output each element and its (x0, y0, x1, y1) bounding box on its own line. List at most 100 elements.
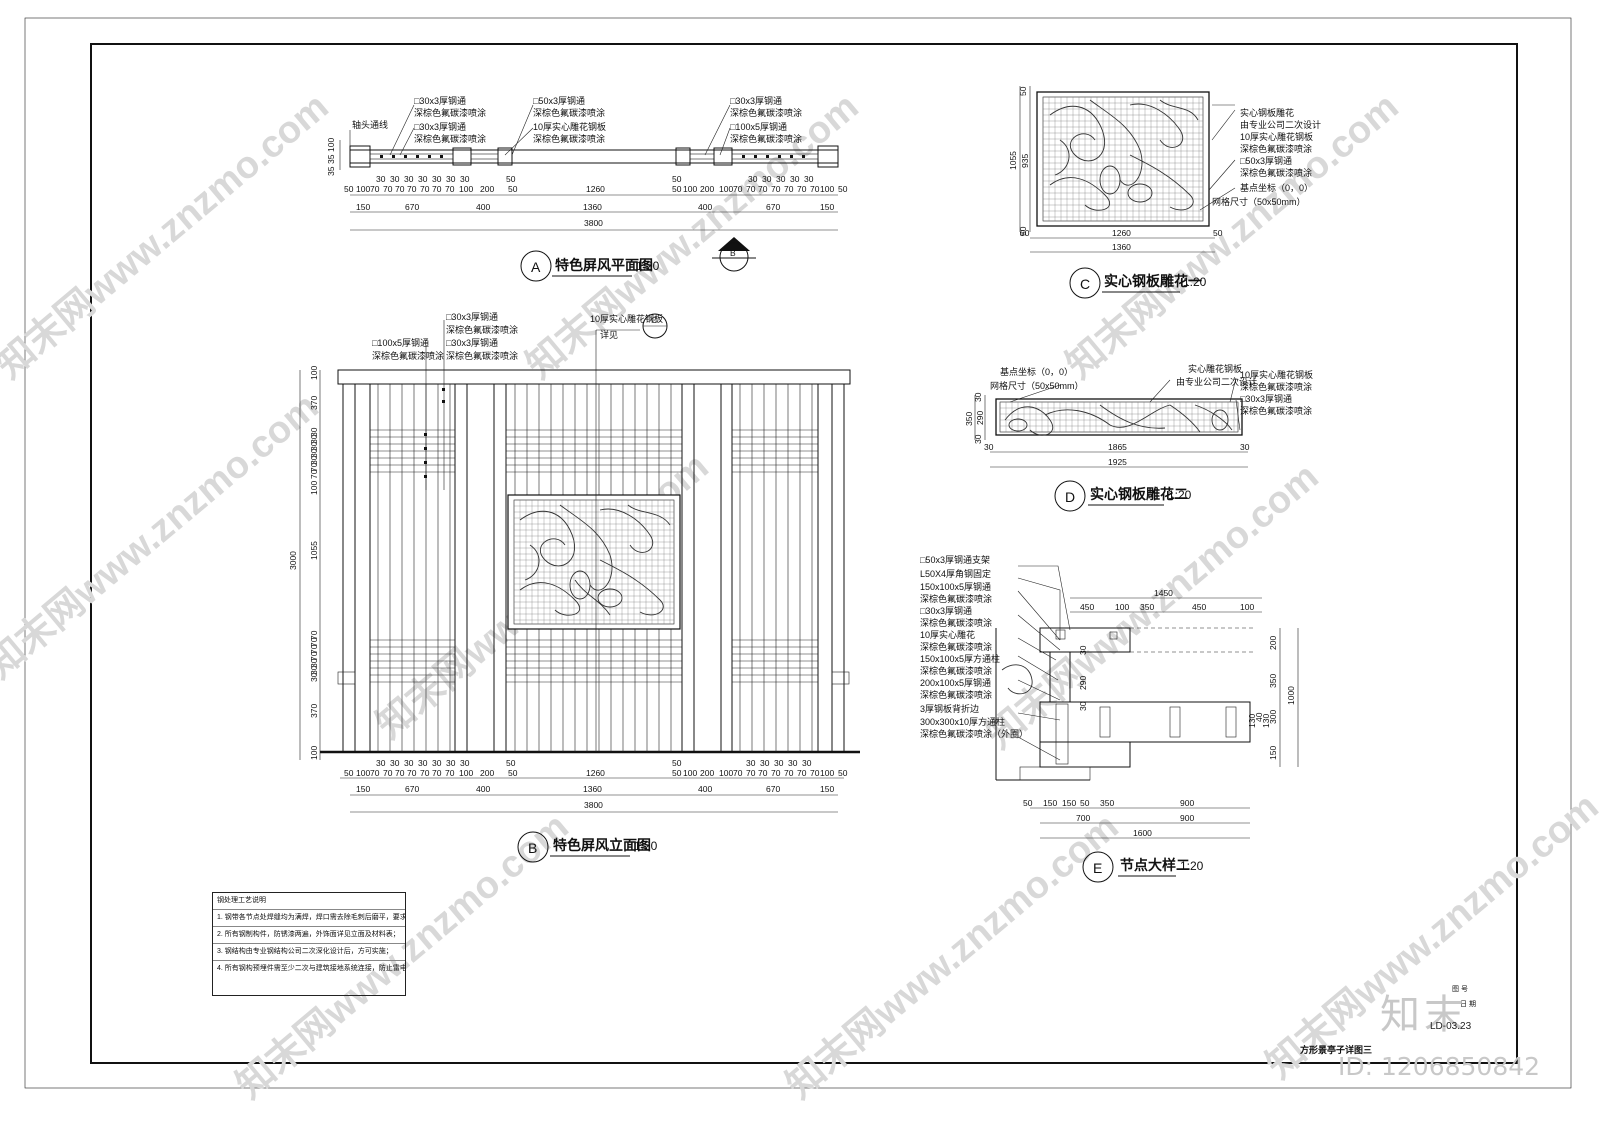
dim-text: 70 (407, 768, 417, 778)
c-label: 基点坐标（0，0） (1240, 182, 1313, 193)
elevation-label: □100x5厚钢通 (372, 337, 429, 348)
dim-text: 30 (973, 434, 983, 444)
view-mark-circle (517, 831, 549, 863)
d-label: 10厚实心雕花钢板 (1240, 369, 1313, 380)
dim-text: 70 (420, 768, 430, 778)
dim-text: 30 (748, 174, 758, 184)
dim-text: 290 (1078, 676, 1088, 690)
dim-text: 100 (309, 481, 319, 495)
dim-text: 70 (797, 768, 807, 778)
dim-text: 350 (1268, 674, 1278, 688)
dim-text: 100 (683, 768, 697, 778)
d-label: 网格尺寸（50x50mm） (990, 380, 1084, 391)
plan-total-dim: 3800 (584, 218, 603, 228)
dim-text: 370 (309, 396, 319, 410)
view-scale: 1:20 (1183, 275, 1207, 289)
e-label: 深棕色氟碳漆喷涂（外圈） (920, 728, 1028, 739)
dim-text: 30 (446, 758, 456, 768)
dim-text: 200 (480, 184, 494, 194)
dim-text: 50 (506, 174, 516, 184)
view-title: 节点大样二 (1120, 857, 1190, 873)
e-label: 150x100x5厚方通柱 (920, 653, 1000, 664)
dim-text: 70 (445, 768, 455, 778)
e-label: L50X4厚角钢固定 (920, 568, 991, 579)
dim-text: 130 (1261, 714, 1271, 728)
dim-text: 35 (326, 166, 336, 176)
elev-dim-row0: 30 30 30 30 30 30 30 50 50 30 30 30 30 3… (376, 758, 812, 768)
dim-text: 70 (758, 184, 768, 194)
dim-text: 30 (309, 427, 319, 437)
view-mark-circle (1054, 480, 1086, 512)
c-label: 实心钢板雕花 (1240, 107, 1294, 118)
dim-text: 30 (788, 758, 798, 768)
dim-text: 100 (459, 184, 473, 194)
e-label: □30x3厚钢通 (920, 605, 972, 616)
dim-text: 30 (746, 758, 756, 768)
dim-text: 400 (698, 784, 712, 794)
dim-text: 50 (508, 184, 518, 194)
dim-text: 30 (418, 174, 428, 184)
dim-text: 70 (309, 651, 319, 661)
d-label: □30x3厚钢通 (1240, 393, 1292, 404)
dim-text: 700 (1076, 813, 1090, 823)
dim-text: 50 (672, 174, 682, 184)
c-ornament (1049, 99, 1199, 211)
view-scale: 1:20 (1180, 859, 1204, 873)
dim-text: 100 (356, 768, 370, 778)
note-item: 2. 所有钢制构件，防锈漆两遍，外饰面详见立面及材料表； (213, 927, 405, 944)
dim-text: 70 (733, 184, 743, 194)
dim-text: 50 (1080, 798, 1090, 808)
dim-text: 50 (1018, 86, 1028, 96)
dim-text: 30 (802, 758, 812, 768)
watermark-text: 知末网www.znzmo.com (1259, 786, 1600, 1087)
dim-text: 1000 (1286, 686, 1296, 705)
dim-text: 70 (810, 768, 820, 778)
dim-text: 35 (326, 154, 336, 164)
carved-panel-frame (507, 494, 681, 630)
dim-text: 50 (506, 758, 516, 768)
dim-text: 1925 (1108, 457, 1127, 467)
dim-text: 30 (404, 174, 414, 184)
plan-label: □100x5厚钢通 (730, 121, 787, 132)
elevation-label: 深棕色氟碳漆喷涂 (372, 350, 444, 361)
c-mesh (1042, 96, 1203, 221)
dim-text: 290 (975, 411, 985, 425)
dim-text: 150 (820, 784, 834, 794)
dim-text: 70 (407, 184, 417, 194)
dim-text: 150 (356, 784, 370, 794)
view-mark: A (531, 259, 541, 275)
dim-text: 50 (672, 768, 682, 778)
dim-text: 30 (804, 174, 814, 184)
elevation-label: 深棕色氟碳漆喷涂 (446, 324, 518, 335)
dim-text: 150 (820, 202, 834, 212)
dim-text: 1055 (1008, 151, 1018, 170)
d-ornament (1004, 404, 1233, 436)
dim-text: 70 (784, 768, 794, 778)
watermark-text: 知末网www.znzmo.com (0, 386, 327, 687)
elev-dim-row2: 150 670 400 1360 400 670 150 (356, 784, 834, 794)
dim-text: 70 (432, 768, 442, 778)
plan-label: 深棕色氟碳漆喷涂 (730, 107, 802, 118)
view-title: 特色屏风立面图 (553, 837, 651, 853)
dim-text: 30 (1240, 442, 1250, 452)
e-label: 深棕色氟碳漆喷涂 (920, 617, 992, 628)
drawing-number: LD-03.23 (1430, 1021, 1472, 1032)
view-scale: 1:20 (634, 839, 658, 853)
dim-text: 50 (838, 184, 848, 194)
dim-text: 30 (309, 448, 319, 458)
dim-text: 350 (964, 412, 974, 426)
dim-text: 1360 (583, 202, 602, 212)
notes-title: 钢处理工艺说明 (213, 893, 405, 910)
dim-text: 70 (445, 184, 455, 194)
dim-text: 100 (719, 768, 733, 778)
e-label: 3厚钢板背折边 (920, 703, 979, 714)
dim-text: 30 (309, 434, 319, 444)
dim-text: 50 (838, 768, 848, 778)
dim-text: 70 (771, 768, 781, 778)
dim-text: 70 (771, 184, 781, 194)
dim-text: 50 (1213, 228, 1223, 238)
dim-text: 100 (719, 184, 733, 194)
